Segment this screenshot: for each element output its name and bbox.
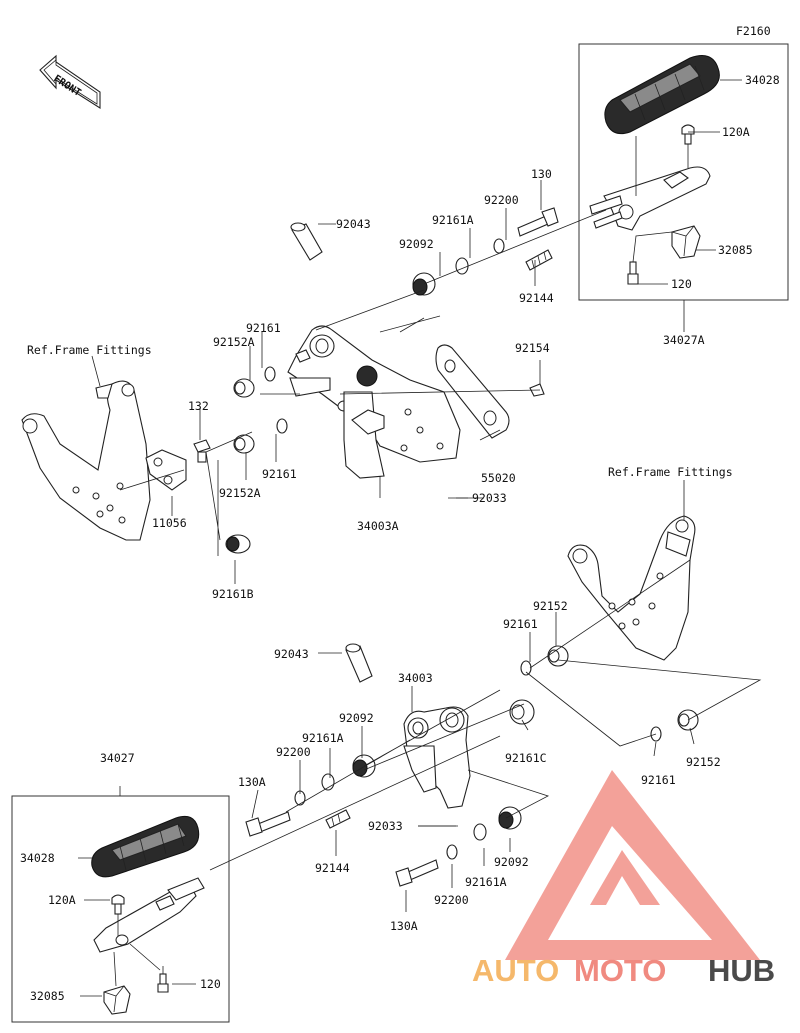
footpeg-bracket-top [589, 166, 711, 231]
label-11056: 11056 [152, 516, 187, 530]
spring-92144-bottom [325, 809, 351, 829]
washer-92161-upper [264, 366, 276, 382]
watermark-auto: AUTO [472, 953, 559, 988]
label-92200-top: 92200 [484, 193, 519, 207]
label-130A-bottom: 130A [390, 919, 418, 933]
diagram-code: F2160 [736, 24, 771, 38]
watermark-triangle-icon [505, 770, 760, 960]
bolt-130A-mid [245, 811, 291, 837]
washer-92200-bottom [446, 844, 458, 860]
label-92154: 92154 [515, 341, 550, 355]
label-34027A: 34027A [663, 333, 705, 347]
label-92152-upper: 92152 [533, 599, 568, 613]
bushing-92092-bottom [498, 806, 522, 830]
label-92144-top: 92144 [519, 291, 554, 305]
label-130A-mid: 130A [238, 775, 266, 789]
label-92161A-bottom: 92161A [465, 875, 507, 889]
label-34027: 34027 [100, 751, 135, 765]
label-130-top: 130 [531, 167, 552, 181]
label-120-top: 120 [671, 277, 692, 291]
washer-92161A-top [455, 257, 469, 275]
label-55020: 55020 [481, 471, 516, 485]
spacer-92152A-lower [233, 434, 255, 454]
footpeg-rubber-bottom [91, 815, 200, 878]
footpeg-bracket-bottom [93, 877, 205, 953]
label-34003: 34003 [398, 671, 433, 685]
washer-92161-mid [520, 660, 532, 676]
label-92161A-top: 92161A [432, 213, 474, 227]
label-32085-top: 32085 [718, 243, 753, 257]
label-92200-mid: 92200 [276, 745, 311, 759]
label-92043-bottom: 92043 [274, 647, 309, 661]
bracket-11056 [145, 449, 187, 491]
footpeg-assembly-box-top [578, 43, 789, 301]
ref-frame-fittings-right: Ref.Frame Fittings [608, 465, 733, 479]
spacer-92152-upper [547, 645, 569, 667]
spacer-92152-lower [677, 709, 699, 731]
footpeg-rubber-top [604, 55, 720, 135]
label-92161-mid: 92161 [503, 617, 538, 631]
label-34003A: 34003A [357, 519, 399, 533]
spring-92144-top [525, 249, 553, 271]
label-92200-bottom: 92200 [434, 893, 469, 907]
watermark-moto: MOTO [574, 953, 666, 988]
spacer-92152A-upper [233, 378, 255, 398]
pad-32085-top [671, 225, 701, 259]
spacer-92161B [225, 534, 251, 554]
label-92152-lower: 92152 [686, 755, 721, 769]
bolt-120A-bottom [111, 894, 125, 915]
label-132: 132 [188, 399, 209, 413]
label-92161C: 92161C [505, 751, 547, 765]
label-92043-top: 92043 [336, 217, 371, 231]
pedal-bracket-34003A [287, 325, 461, 479]
label-92161B: 92161B [212, 587, 254, 601]
frame-fitting-left [21, 380, 151, 541]
label-92161-lower: 92161 [262, 467, 297, 481]
pad-32085-bottom [103, 985, 131, 1015]
bolt-130A-bottom [395, 859, 439, 887]
label-92033-bottom: 92033 [368, 819, 403, 833]
label-92161A-mid: 92161A [302, 731, 344, 745]
frame-fitting-right [567, 515, 696, 661]
washer-92161-lower [276, 418, 288, 434]
washer-92200-top [493, 238, 505, 254]
watermark-logo: AUTO MOTO HUB [472, 770, 775, 988]
label-34028-top: 34028 [745, 73, 780, 87]
pedal-bracket-34003 [403, 706, 471, 809]
screw-120-top [627, 261, 639, 285]
label-92092-mid: 92092 [339, 711, 374, 725]
label-92152A-upper: 92152A [213, 335, 255, 349]
label-92092-bottom: 92092 [494, 855, 529, 869]
label-92161-upper: 92161 [246, 321, 281, 335]
watermark-hub: HUB [708, 953, 775, 988]
label-92152A-lower: 92152A [219, 486, 261, 500]
bolt-120A-top [681, 124, 695, 145]
front-arrow-icon: FRONT [39, 54, 101, 110]
ref-frame-fittings-left: Ref.Frame Fittings [27, 343, 152, 357]
washer-92161A-bottom [473, 823, 487, 841]
label-92161-lower-right: 92161 [641, 773, 676, 787]
label-120-bottom: 120 [200, 977, 221, 991]
label-92144-bottom: 92144 [315, 861, 350, 875]
pin-92043-top [290, 222, 323, 261]
label-92033-top: 92033 [472, 491, 507, 505]
pin-92043-bottom [345, 643, 373, 683]
label-32085-bottom: 32085 [30, 989, 65, 1003]
screw-120-bottom [157, 973, 169, 993]
label-92092-top: 92092 [399, 237, 434, 251]
label-120A-bottom: 120A [48, 893, 76, 907]
label-120A-top: 120A [722, 125, 750, 139]
footpeg-assembly-box-bottom [11, 795, 230, 1023]
bolt-130-top [517, 207, 559, 237]
spacer-92161C [509, 699, 535, 725]
label-34028-bottom: 34028 [20, 851, 55, 865]
bolt-132 [193, 439, 211, 463]
